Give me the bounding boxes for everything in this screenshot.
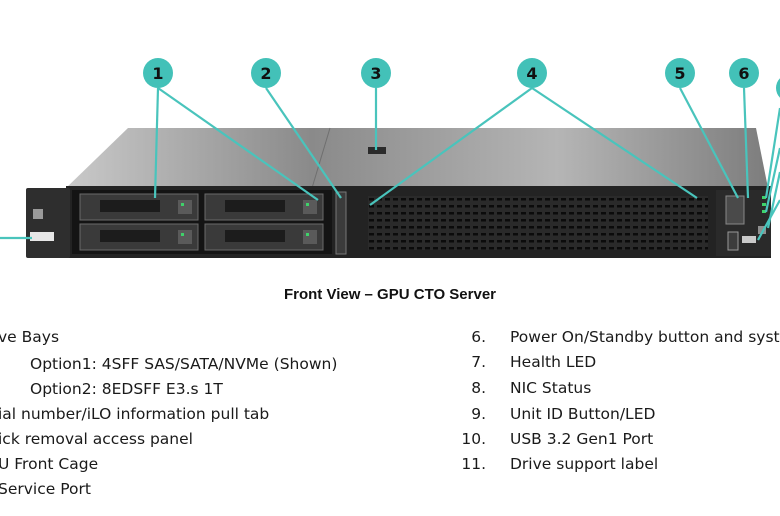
legend-left-item: U Front Cage [0, 455, 99, 473]
callout-3: 3 [361, 58, 391, 88]
legend-left-item: ick removal access panel [0, 430, 193, 448]
leader-lines [0, 87, 780, 241]
legend-right-item: NIC Status [510, 379, 592, 397]
legend-right-number: 8. [471, 379, 486, 397]
callout-2: 2 [251, 58, 281, 88]
legend-right-item: Drive support label [510, 455, 659, 473]
legend-right-number: 6. [471, 328, 486, 346]
callout-4-label: 4 [526, 64, 537, 83]
legend-right-item: Unit ID Button/LED [510, 405, 656, 423]
legend-left-item: Service Port [0, 480, 91, 498]
top-label [368, 147, 386, 154]
callout-2-label: 2 [260, 64, 271, 83]
callout-1-label: 1 [152, 64, 163, 83]
callout-1: 1 [143, 58, 173, 88]
callout-5-label: 5 [674, 64, 685, 83]
serial-pull-tab [30, 232, 54, 241]
gpu-front-cage-vent [368, 196, 708, 250]
server-front-view-illustration: 1 2 3 4 5 6 [0, 58, 780, 258]
callout-partial [776, 78, 780, 98]
legend-left-item: ial number/iLO information pull tab [0, 405, 270, 423]
legend-right-number: 10. [461, 430, 486, 448]
callout-5: 5 [665, 58, 695, 88]
legend-left-item: ve Bays [0, 328, 60, 346]
figure-caption: Front View – GPU CTO Server [283, 286, 496, 303]
chassis-top [66, 128, 768, 188]
drive-bays [79, 193, 324, 251]
left-rack-ear [26, 188, 70, 258]
legend-right-number: 7. [471, 353, 486, 371]
legend-right-item: Health LED [510, 353, 597, 371]
legend-right-item: USB 3.2 Gen1 Port [510, 430, 654, 448]
legend-right-number: 11. [461, 455, 486, 473]
callout-6-label: 6 [738, 64, 749, 83]
legend-left-item: Option1: 4SFF SAS/SATA/NVMe (Shown) [30, 355, 338, 373]
callout-3-label: 3 [370, 64, 381, 83]
callout-6: 6 [729, 58, 759, 88]
legend-left-item: Option2: 8EDSFF E3.s 1T [30, 380, 223, 398]
legend-right-item: Power On/Standby button and syste [510, 328, 780, 346]
legend-right-number: 9. [471, 405, 486, 423]
callout-4: 4 [517, 58, 547, 88]
quick-removal-panel [335, 191, 347, 255]
